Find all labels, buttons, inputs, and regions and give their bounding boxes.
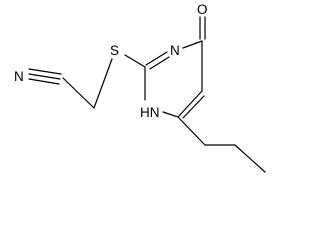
bond-c-n-triple-2	[28, 73, 61, 80]
bond-n1-c6	[162, 111, 179, 118]
atom-oxygen: O	[197, 2, 208, 17]
bond-propyl-2-3	[234, 144, 266, 173]
bond-c-n-triple-1	[28, 68, 62, 75]
bond-c2-s	[124, 54, 146, 68]
bond-c6-c5-2	[182, 95, 205, 119]
bond-c6-c5-1	[177, 90, 203, 118]
molecule-structure-diagram: O N S N HN	[14, 2, 266, 173]
bond-c-n-triple-3	[28, 78, 60, 85]
bond-s-ch2	[93, 58, 113, 109]
atom-labels: O N S N HN	[14, 2, 208, 120]
atom-ring-nitrogen-h: HN	[140, 105, 160, 120]
bond-ch2-cn	[62, 77, 95, 109]
atom-nitrile-nitrogen: N	[14, 69, 24, 84]
bond-n3-c2-2	[149, 56, 170, 70]
bond-n3-c2-1	[145, 51, 168, 66]
bonds	[28, 16, 266, 173]
atom-ring-nitrogen-top: N	[170, 43, 180, 58]
bond-c4-n3	[182, 40, 203, 49]
atom-sulfur: S	[110, 43, 119, 58]
bond-c6-propyl-1	[177, 116, 206, 146]
